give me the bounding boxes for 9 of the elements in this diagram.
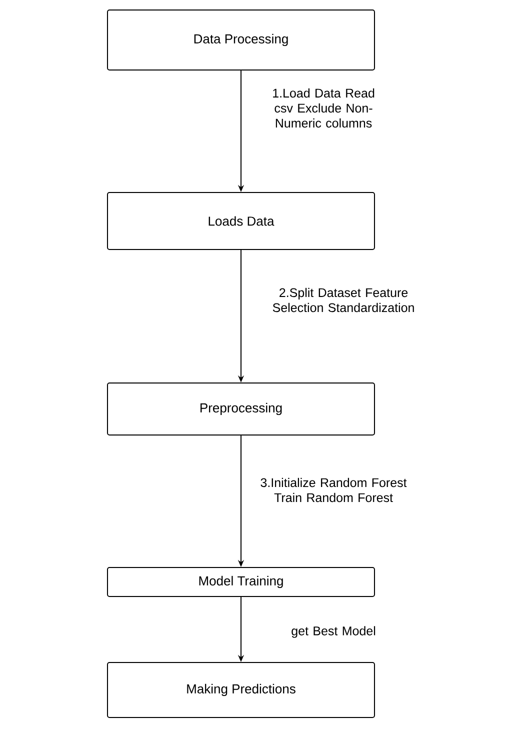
edge-label: get Best Model [292, 626, 376, 638]
process-box: Loads Data [107, 192, 375, 250]
edge-label: 1.Load Data Read csv Exclude Non-Numeric columns [273, 88, 374, 128]
process-box: Preprocessing [107, 382, 375, 436]
process-box: Making Predictions [107, 662, 375, 718]
edge-label: 3.Initialize Random Forest Train Random Forest [260, 478, 407, 502]
edge-label: 2.Split Dataset Feature Selection Standardization [272, 288, 414, 312]
process-box: Model Training [107, 567, 375, 597]
process-box: Data Processing [107, 10, 375, 70]
